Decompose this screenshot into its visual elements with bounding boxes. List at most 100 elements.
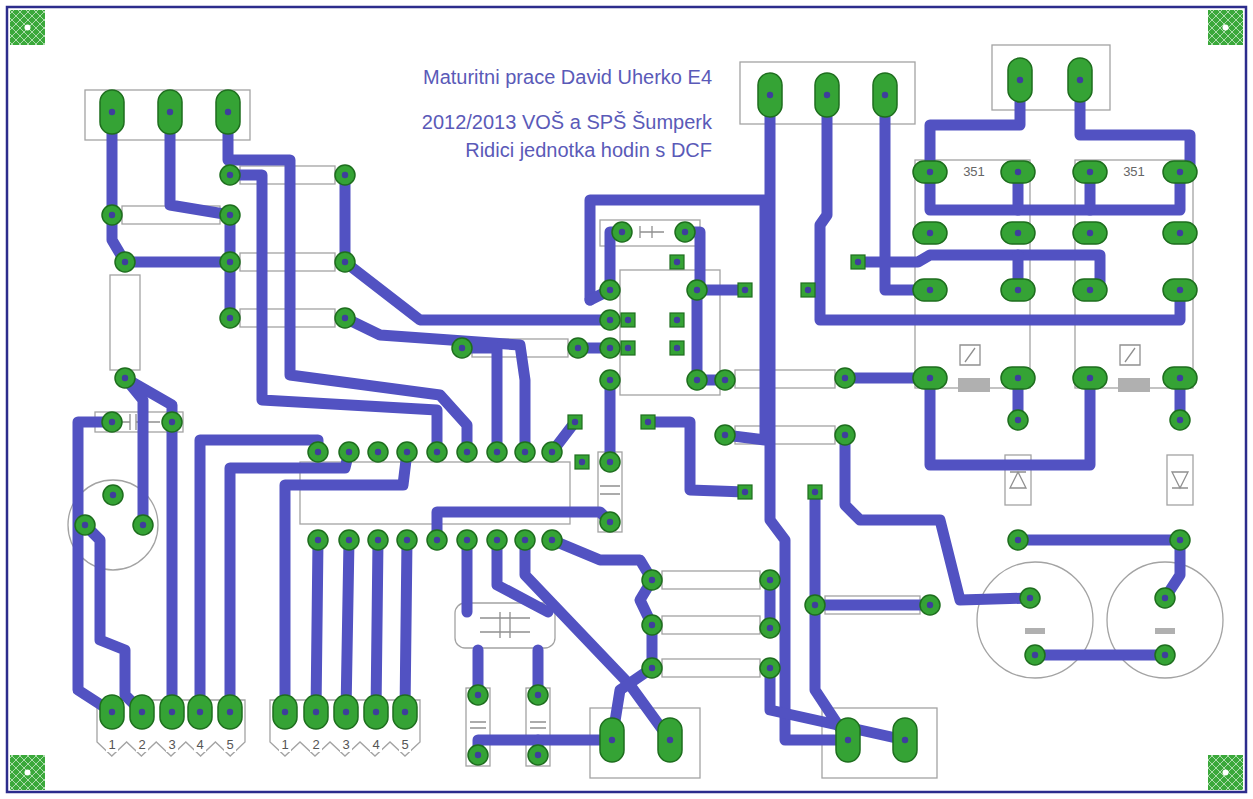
connector-pad <box>364 695 388 729</box>
connector-pad <box>188 695 212 729</box>
drill-hole <box>927 169 933 175</box>
drill-hole <box>572 419 578 425</box>
solder-pad <box>760 658 780 678</box>
drill-hole <box>927 230 933 236</box>
copper-trace <box>345 175 610 320</box>
drill-hole <box>767 92 773 98</box>
drill-hole <box>1077 77 1083 83</box>
drill-hole <box>882 92 888 98</box>
solder-pad <box>75 515 95 535</box>
connector-pad <box>158 90 182 134</box>
copper-trace <box>462 540 473 612</box>
drill-hole <box>805 287 811 293</box>
relay-pad <box>1001 161 1035 183</box>
component-outline <box>85 90 250 140</box>
solder-pad <box>515 530 535 550</box>
copper-trace <box>815 600 930 611</box>
drill-hole <box>109 419 115 425</box>
drill-hole <box>1015 230 1021 236</box>
copper-trace <box>930 378 1090 465</box>
relay-pad <box>1163 161 1197 183</box>
connector-pad <box>100 90 124 134</box>
solder-pad <box>805 595 825 615</box>
solder-pad <box>427 442 447 462</box>
solder-pad <box>368 530 388 550</box>
drill-hole <box>459 345 465 351</box>
connector-pad <box>273 695 297 729</box>
copper-traces <box>78 80 1190 755</box>
copper-trace <box>1080 80 1190 172</box>
component-symbol <box>960 345 980 365</box>
drill-hole <box>522 449 528 455</box>
relay-pad <box>913 161 947 183</box>
drill-hole <box>674 345 680 351</box>
drill-hole <box>494 449 500 455</box>
drill-hole <box>1015 287 1021 293</box>
component-symbol <box>1172 472 1188 488</box>
drill-hole <box>346 537 352 543</box>
drill-hole <box>342 172 348 178</box>
silkscreen-note: 2012/2013 VOŠ a SPŠ Šumperk <box>422 111 712 134</box>
via-pad <box>738 283 752 297</box>
solder-pad <box>528 685 548 705</box>
via-pad <box>568 415 582 429</box>
solder-pad <box>687 280 707 300</box>
drill-hole <box>609 737 615 743</box>
drill-hole <box>342 315 348 321</box>
corner-marks <box>10 10 1243 790</box>
drill-hole <box>225 109 231 115</box>
solder-pad <box>468 745 488 765</box>
drill-hole <box>694 287 700 293</box>
drill-hole <box>649 577 655 583</box>
drill-hole <box>625 317 631 323</box>
drill-hole <box>1177 287 1183 293</box>
drill-hole <box>122 259 128 265</box>
drill-hole <box>1032 652 1038 658</box>
component-outline <box>662 659 760 677</box>
solder-pad <box>335 308 355 328</box>
drill-hole <box>812 602 818 608</box>
drill-hole <box>375 537 381 543</box>
drill-hole <box>169 419 175 425</box>
drill-hole <box>342 259 348 265</box>
drill-hole <box>842 432 848 438</box>
drill-hole <box>404 449 410 455</box>
copper-trace <box>525 540 670 740</box>
relay-pad <box>1073 367 1107 389</box>
solder-pad <box>642 570 662 590</box>
drill-hole <box>315 449 321 455</box>
corner-mark <box>1208 755 1243 790</box>
solder-pad <box>468 685 488 705</box>
solder-pad <box>1155 588 1175 608</box>
pin-number: 3 <box>166 738 177 753</box>
drill-hole <box>1177 169 1183 175</box>
solder-pad <box>115 252 135 272</box>
drill-hole <box>1177 230 1183 236</box>
drill-hole <box>674 259 680 265</box>
copper-trace <box>770 95 848 740</box>
solder-pad <box>920 595 940 615</box>
solder-pad <box>427 530 447 550</box>
connector-pad <box>658 718 682 762</box>
relay-pad <box>1001 279 1035 301</box>
connector-pad <box>873 73 897 117</box>
drill-hole <box>607 345 613 351</box>
drill-hole <box>549 537 555 543</box>
part-value: 351 <box>1121 165 1147 180</box>
solder-pad <box>487 442 507 462</box>
solder-pad <box>675 222 695 242</box>
copper-trace <box>552 540 652 580</box>
solder-pad <box>715 370 735 390</box>
copper-trace <box>405 540 407 712</box>
drill-hole <box>139 709 145 715</box>
drill-hole <box>927 287 933 293</box>
solder-pad <box>308 442 328 462</box>
via-pad <box>621 313 635 327</box>
relay-pad <box>1073 222 1107 244</box>
drill-hole <box>607 287 613 293</box>
connector-pad <box>304 695 328 729</box>
drill-hole <box>549 449 555 455</box>
component-symbol <box>530 722 546 728</box>
connector-pad <box>836 718 860 762</box>
pin-number: 4 <box>194 738 205 753</box>
